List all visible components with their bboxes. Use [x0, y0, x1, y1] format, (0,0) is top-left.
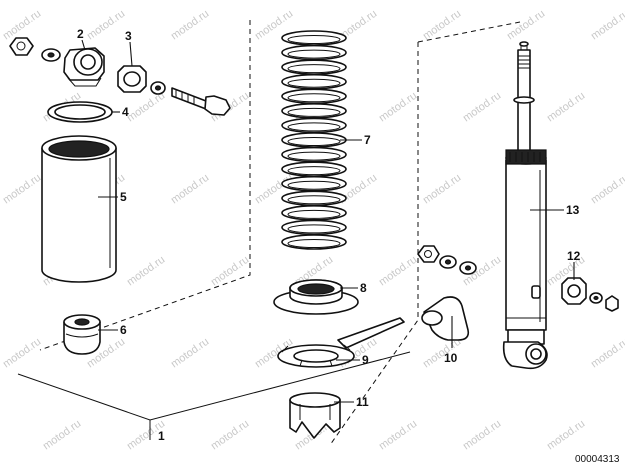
spring-coil-inner	[287, 93, 341, 103]
leader-3	[129, 41, 133, 67]
assembly-bracket-1	[17, 351, 411, 440]
spring-coil-inner	[287, 107, 341, 117]
watermark-text: motod.ru	[377, 90, 419, 125]
reference-number: 00004313	[575, 454, 620, 465]
spring-coil-inner	[287, 78, 341, 88]
bushing-3	[117, 65, 147, 93]
spring-coil-inner	[287, 224, 341, 234]
ring-4	[47, 101, 113, 123]
bolt	[171, 87, 231, 116]
watermark-text: motod.ru	[377, 418, 419, 453]
callout-9: 9	[362, 353, 369, 367]
sleeve-11	[289, 392, 341, 439]
washer-12	[589, 292, 603, 304]
spring-coil-inner	[287, 49, 341, 59]
watermark-text: motod.ru	[377, 254, 419, 289]
spring-coil	[281, 190, 347, 207]
watermark-text: motod.ru	[41, 418, 83, 453]
spring-coil	[281, 132, 347, 148]
watermark-text: motod.ru	[85, 8, 127, 43]
watermark-text: motod.ru	[169, 172, 211, 207]
callout-labels: 2 3 4 5 6 7 8 9 10 11 12 13 1	[77, 27, 581, 443]
spring-coil	[281, 44, 347, 61]
watermark-text: motod.ru	[589, 8, 625, 43]
washer-bolt	[150, 81, 166, 95]
spring-coil-inner	[287, 64, 341, 74]
washer-left	[41, 48, 61, 62]
watermark-text: motod.ru	[461, 90, 503, 125]
watermark-text: motod.ru	[1, 172, 43, 207]
spring-coil	[281, 59, 347, 75]
spring-coil	[281, 30, 347, 46]
spring-coil-inner	[287, 122, 341, 132]
spring-coil-inner	[287, 239, 341, 248]
spring-coil	[281, 146, 347, 163]
watermark-text: motod.ru	[545, 418, 587, 453]
watermark-text: motod.ru	[209, 254, 251, 289]
group-boundary-lines	[39, 20, 521, 446]
spring-coil	[281, 73, 347, 90]
spring-coil-inner	[287, 35, 341, 44]
leader-2	[81, 39, 86, 51]
washer-right-a	[439, 255, 457, 269]
watermark-text: motod.ru	[125, 254, 167, 289]
spring-coil	[281, 234, 347, 250]
eye-mount	[63, 47, 105, 87]
nut-left	[9, 37, 34, 56]
watermark-text: motod.ru	[169, 336, 211, 371]
callout-6: 6	[120, 323, 127, 337]
spring-coil	[281, 103, 347, 119]
callout-7: 7	[364, 133, 371, 147]
callout-12: 12	[567, 249, 581, 263]
watermark-text: motod.ru	[169, 8, 211, 43]
cover-tube-5	[41, 135, 117, 283]
callout-5: 5	[120, 190, 127, 204]
watermark-text: motod.ru	[421, 8, 463, 43]
watermark-text: motod.ru	[209, 418, 251, 453]
callout-1: 1	[158, 429, 165, 443]
washer-right-b	[459, 261, 477, 275]
callout-4: 4	[122, 105, 129, 119]
watermark-text: motod.ru	[1, 336, 43, 371]
spring-coil-inner	[287, 151, 341, 161]
spring-coil	[281, 117, 347, 134]
spring-coil-inner	[287, 166, 341, 176]
watermark-text: motod.ru	[589, 172, 625, 207]
nut-right	[417, 245, 440, 263]
spring-coil	[281, 88, 347, 105]
watermark-text: motod.ru	[461, 418, 503, 453]
spring-coil-inner	[287, 180, 341, 190]
nut-12	[605, 295, 619, 312]
spring-coil-inner	[287, 137, 341, 146]
spring-coil	[281, 161, 347, 177]
spring-seat-8	[273, 279, 359, 315]
cap-10	[421, 296, 470, 341]
spring-7	[281, 30, 347, 250]
callout-2: 2	[77, 27, 84, 41]
spring-coil	[281, 219, 347, 236]
buffer-6	[63, 314, 101, 355]
watermark-text: motod.ru	[125, 90, 167, 125]
callout-8: 8	[360, 281, 367, 295]
spring-coil-inner	[287, 209, 341, 219]
bushing-12	[561, 277, 587, 305]
leader-lines	[81, 39, 575, 403]
callout-3: 3	[125, 29, 132, 43]
spring-coil	[281, 205, 347, 221]
callout-10: 10	[444, 351, 458, 365]
spring-coil-inner	[287, 195, 341, 205]
callout-13: 13	[566, 203, 580, 217]
spring-coil	[281, 175, 347, 192]
callout-11: 11	[356, 395, 369, 409]
watermark-text: motod.ru	[421, 172, 463, 207]
shock-absorber-13	[502, 41, 548, 370]
watermark-text: motod.ru	[505, 8, 547, 43]
watermark-text: motod.ru	[545, 90, 587, 125]
watermark-text: motod.ru	[589, 336, 625, 371]
adjusting-wrench-9	[277, 317, 405, 368]
